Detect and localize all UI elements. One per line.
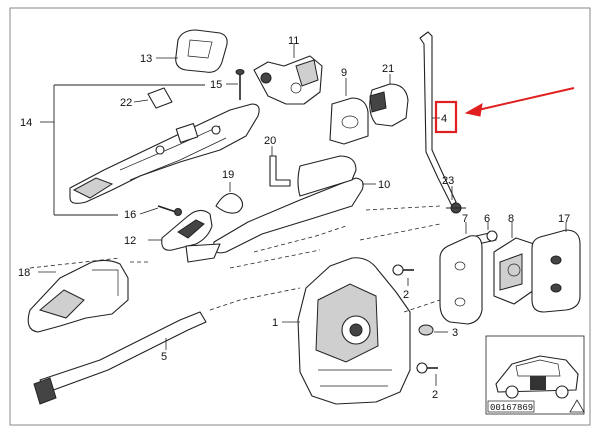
part-18-bowden-housing [27, 259, 129, 333]
part-8-striker [493, 222, 535, 305]
callout-15: 15 [210, 79, 222, 91]
highlight-arrow [477, 87, 575, 111]
callout-2-lower: 2 [432, 389, 438, 401]
callout-4: 4 [441, 113, 447, 125]
highlight-marker [434, 87, 575, 134]
part-5-cable [29, 257, 207, 405]
reference-code-text: 00167869 [490, 403, 533, 413]
part-7-cover-plate [439, 222, 483, 325]
part-20-clip [269, 146, 291, 187]
part-15-screw [226, 69, 245, 100]
highlight-box [434, 100, 458, 134]
callout-18: 18 [18, 267, 30, 279]
assembly-lines [209, 205, 441, 313]
highlight-arrowhead [464, 103, 483, 117]
part-3-grommet [418, 324, 448, 336]
callout-12: 12 [124, 235, 136, 247]
callout-6: 6 [484, 213, 490, 225]
callout-23: 23 [442, 175, 454, 187]
callout-11: 11 [288, 35, 299, 47]
callout-20: 20 [264, 135, 276, 147]
callout-13: 13 [140, 53, 152, 65]
callout-22: 22 [120, 97, 132, 109]
callout-labels: 13 11 9 21 4 15 22 14 20 19 10 23 16 6 8… [18, 35, 570, 401]
car-thumbnail-inset [485, 335, 585, 415]
part-14-handle-carrier [69, 103, 260, 204]
callout-7: 7 [462, 213, 468, 225]
callout-5: 5 [161, 351, 167, 363]
reference-code: 00167869 [487, 400, 535, 413]
callout-19: 19 [222, 169, 234, 181]
part-16-screw [139, 205, 182, 216]
callout-1: 1 [272, 317, 278, 329]
part-19-spring [215, 182, 244, 214]
part-23-grommet [446, 186, 466, 214]
part-2-screw-lower [416, 362, 438, 386]
part-17-cover [531, 222, 581, 313]
part-22-clip [133, 87, 173, 109]
part-21-cap [369, 74, 409, 127]
callout-2-upper: 2 [403, 289, 409, 301]
part-12-gasket [148, 209, 213, 251]
part-1-door-lock [253, 225, 411, 405]
callout-14: 14 [20, 117, 32, 129]
part-13-cover [156, 29, 228, 73]
callout-16: 16 [124, 209, 136, 221]
warning-triangle-icon [569, 399, 585, 413]
part-9-lock-cap [329, 78, 369, 145]
part-2-screw-upper [392, 264, 414, 286]
callout-21: 21 [382, 63, 394, 75]
callout-10: 10 [378, 179, 390, 191]
group-14-bracket [40, 84, 205, 216]
diagram-border [9, 7, 591, 426]
callout-8: 8 [508, 213, 514, 225]
callout-9: 9 [341, 67, 347, 79]
part-10-door-handle [185, 155, 376, 263]
callout-3: 3 [452, 327, 458, 339]
part-11-lock-cylinder [253, 44, 323, 105]
callout-17: 17 [558, 213, 570, 225]
